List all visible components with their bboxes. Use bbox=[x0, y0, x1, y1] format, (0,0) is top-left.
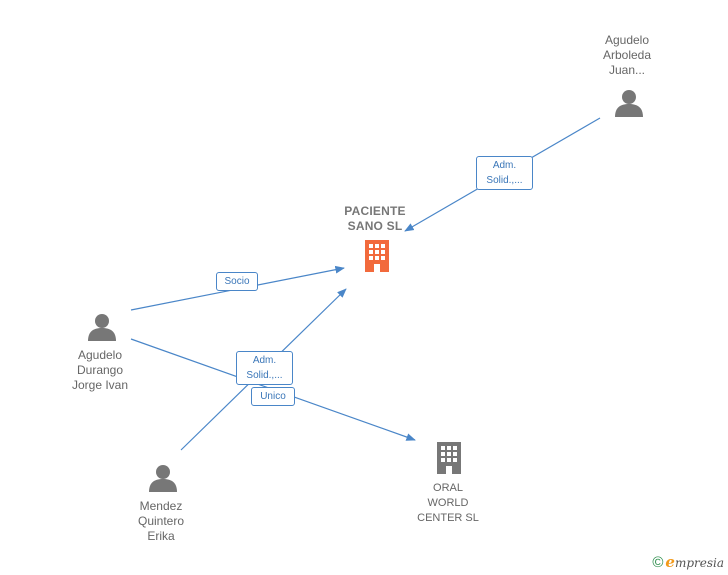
empresia-logo: empresia bbox=[665, 553, 724, 571]
edge-label-arboleda-paciente[interactable]: Adm. Solid.,... bbox=[476, 156, 533, 190]
label-line: Agudelo bbox=[77, 348, 123, 362]
label-line: PACIENTE bbox=[344, 204, 406, 218]
company-label-oral-world[interactable]: ORAL WORLD CENTER SL bbox=[393, 481, 503, 526]
label-line: SANO SL bbox=[347, 219, 403, 233]
label-line: Quintero bbox=[137, 514, 185, 528]
edge-label-durango-paciente[interactable]: Socio bbox=[216, 272, 258, 291]
building-icon[interactable] bbox=[433, 440, 465, 476]
logo-text: mpresia bbox=[674, 556, 724, 570]
person-label-agudelo-durango[interactable]: Agudelo Durango Jorge Ivan bbox=[45, 348, 155, 393]
person-icon[interactable] bbox=[613, 87, 645, 119]
label-line: Jorge Ivan bbox=[71, 378, 129, 392]
edge-label-durango-oral[interactable]: Unico bbox=[251, 387, 295, 406]
edge-label-line: Solid.,... bbox=[486, 175, 523, 186]
label-line: Erika bbox=[147, 529, 175, 543]
edge-label-line: Solid.,... bbox=[246, 370, 283, 381]
label-line: CENTER SL bbox=[417, 512, 479, 524]
label-line: Arboleda bbox=[602, 48, 652, 62]
label-line: Juan... bbox=[608, 63, 646, 77]
logo-initial: e bbox=[665, 553, 675, 571]
edge-label-line: Adm. bbox=[492, 160, 517, 171]
label-line: Mendez bbox=[139, 499, 183, 513]
person-icon[interactable] bbox=[86, 311, 118, 343]
label-line: Durango bbox=[76, 363, 124, 377]
edge-label-line: Adm. bbox=[252, 355, 277, 366]
edge-label-line: Unico bbox=[260, 391, 286, 402]
company-label-paciente-sano[interactable]: PACIENTE SANO SL bbox=[320, 204, 430, 234]
empresia-footer[interactable]: ©empresia bbox=[652, 553, 724, 571]
building-icon[interactable] bbox=[361, 238, 393, 274]
label-line: Agudelo bbox=[604, 33, 650, 47]
edge-label-mendez-paciente[interactable]: Adm. Solid.,... bbox=[236, 351, 293, 385]
edge-label-line: Socio bbox=[224, 276, 250, 287]
copyright-symbol: © bbox=[652, 554, 664, 571]
person-label-agudelo-arboleda[interactable]: Agudelo Arboleda Juan... bbox=[572, 33, 682, 78]
person-icon[interactable] bbox=[147, 462, 179, 494]
label-line: ORAL bbox=[433, 482, 463, 494]
label-line: WORLD bbox=[427, 497, 469, 509]
person-label-mendez-quintero[interactable]: Mendez Quintero Erika bbox=[106, 499, 216, 544]
